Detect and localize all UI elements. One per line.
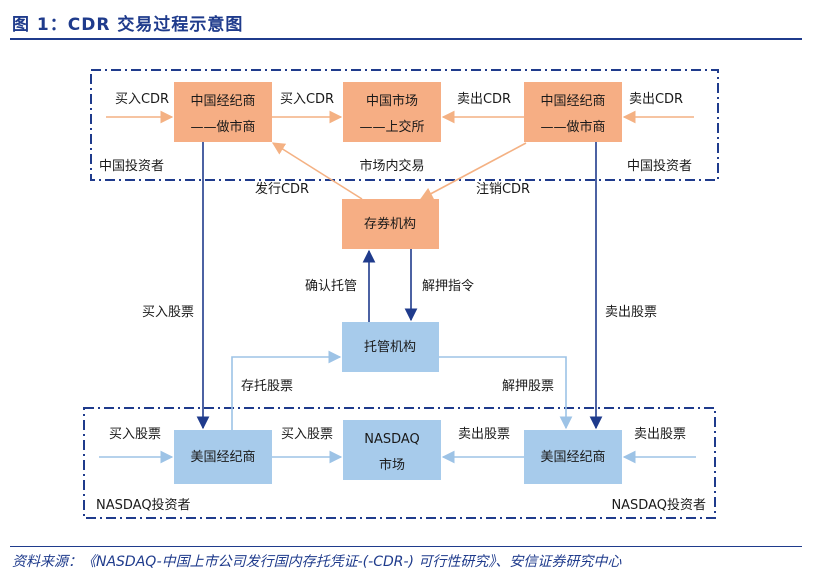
us-broker-right-label: 美国经纪商 <box>540 450 605 465</box>
label-buy-stock-mid: 买入股票 <box>281 427 333 442</box>
depository-label: 存券机构 <box>364 216 416 232</box>
title-rule <box>10 38 802 40</box>
source-rule <box>10 546 802 547</box>
label-cancel-cdr: 注销CDR <box>476 182 530 197</box>
nasdaq-market-line1: NASDAQ <box>364 432 420 447</box>
depository-box <box>342 199 439 249</box>
label-buy-cdr-mid: 买入CDR <box>280 92 334 107</box>
arrow-issue-cdr <box>271 142 363 200</box>
label-sell-cdr-in: 卖出CDR <box>629 92 683 107</box>
label-sell-stock-mid: 卖出股票 <box>458 427 510 442</box>
cn-market-line1: 中国市场 <box>366 93 418 109</box>
cn-broker-left-box <box>174 82 272 142</box>
nasdaq-region-border <box>83 407 716 519</box>
label-confirm-custody: 确认托管 <box>305 279 357 294</box>
label-sell-stock-vertical: 卖出股票 <box>605 305 657 320</box>
label-sell-stock-in: 卖出股票 <box>634 427 686 442</box>
custodian-label: 托管机构 <box>364 340 416 355</box>
label-buy-stock-vertical: 买入股票 <box>142 305 194 320</box>
china-region-border <box>90 69 719 181</box>
region-label-china-right: 中国投资者 <box>627 158 692 174</box>
figure-source: 资料来源：《NASDAQ-中国上市公司发行国内存托凭证-(-CDR-) 可行性研… <box>12 554 622 570</box>
figure-title: 图 1：CDR 交易过程示意图 <box>12 15 244 35</box>
us-broker-left-box <box>174 430 272 484</box>
cn-broker-right-line2: ——做市商 <box>540 119 605 135</box>
label-buy-cdr-in: 买入CDR <box>115 92 169 107</box>
us-broker-left-label: 美国经纪商 <box>190 450 255 465</box>
label-release-order: 解押指令 <box>422 279 474 294</box>
arrow-cancel-cdr <box>419 142 527 200</box>
us-broker-right-box <box>524 430 622 484</box>
nasdaq-market-line2: 市场 <box>379 457 405 473</box>
custodian-box <box>342 322 439 372</box>
label-issue-cdr: 发行CDR <box>255 181 309 197</box>
arrow-release-stock <box>439 356 573 430</box>
cn-broker-left-line2: ——做市商 <box>190 119 255 135</box>
label-deposit-stock: 存托股票 <box>241 379 293 394</box>
cn-broker-left-line1: 中国经纪商 <box>190 94 255 109</box>
region-label-nasdaq-left: NASDAQ投资者 <box>96 497 191 513</box>
cn-market-line2: ——上交所 <box>359 119 424 135</box>
cn-broker-right-line1: 中国经纪商 <box>540 94 605 109</box>
region-label-china-left: 中国投资者 <box>99 158 164 174</box>
label-buy-stock-in: 买入股票 <box>109 427 161 442</box>
cn-market-box <box>343 82 441 142</box>
label-sell-cdr-mid: 卖出CDR <box>457 92 511 107</box>
region-label-nasdaq-right: NASDAQ投资者 <box>611 497 706 513</box>
arrow-deposit-stock <box>231 350 342 430</box>
cn-broker-right-box <box>524 82 622 142</box>
label-release-stock: 解押股票 <box>502 379 554 394</box>
label-intra-market: 市场内交易 <box>359 158 424 174</box>
nasdaq-market-box <box>343 420 441 480</box>
